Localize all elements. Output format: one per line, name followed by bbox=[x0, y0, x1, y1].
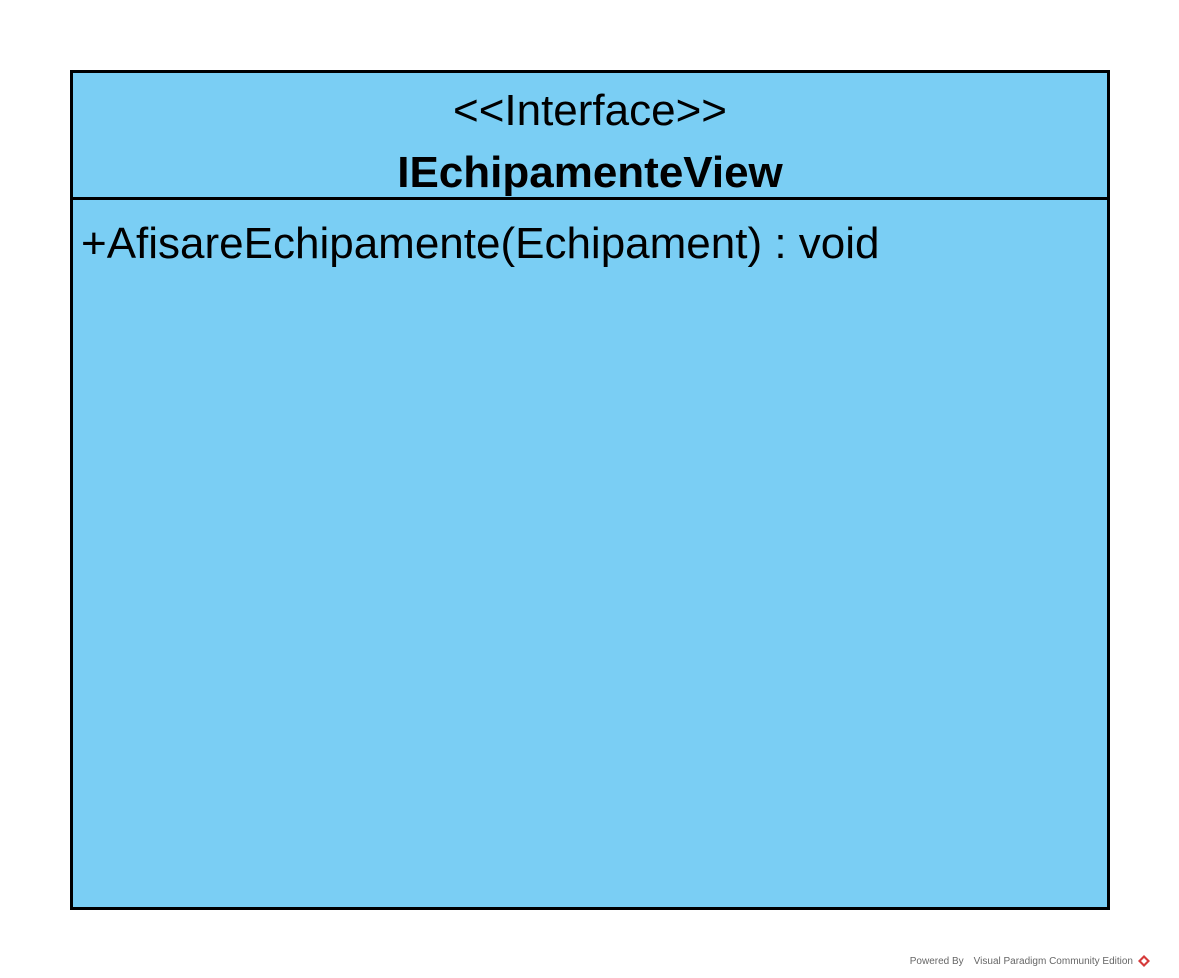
stereotype-label: <<Interface>> bbox=[453, 86, 727, 135]
class-name-label: IEchipamenteView bbox=[397, 148, 783, 197]
operations-compartment: +AfisareEchipamente(Echipament) : void bbox=[73, 200, 1107, 907]
class-header: <<Interface>> IEchipamenteView bbox=[73, 73, 1107, 200]
visual-paradigm-logo-icon bbox=[1138, 955, 1150, 967]
uml-interface-box[interactable]: <<Interface>> IEchipamenteView +AfisareE… bbox=[70, 70, 1110, 910]
footer-text: Powered By Visual Paradigm Community Edi… bbox=[909, 955, 1133, 967]
operation-item: +AfisareEchipamente(Echipament) : void bbox=[81, 219, 880, 268]
watermark-footer: Powered By Visual Paradigm Community Edi… bbox=[910, 954, 1151, 968]
